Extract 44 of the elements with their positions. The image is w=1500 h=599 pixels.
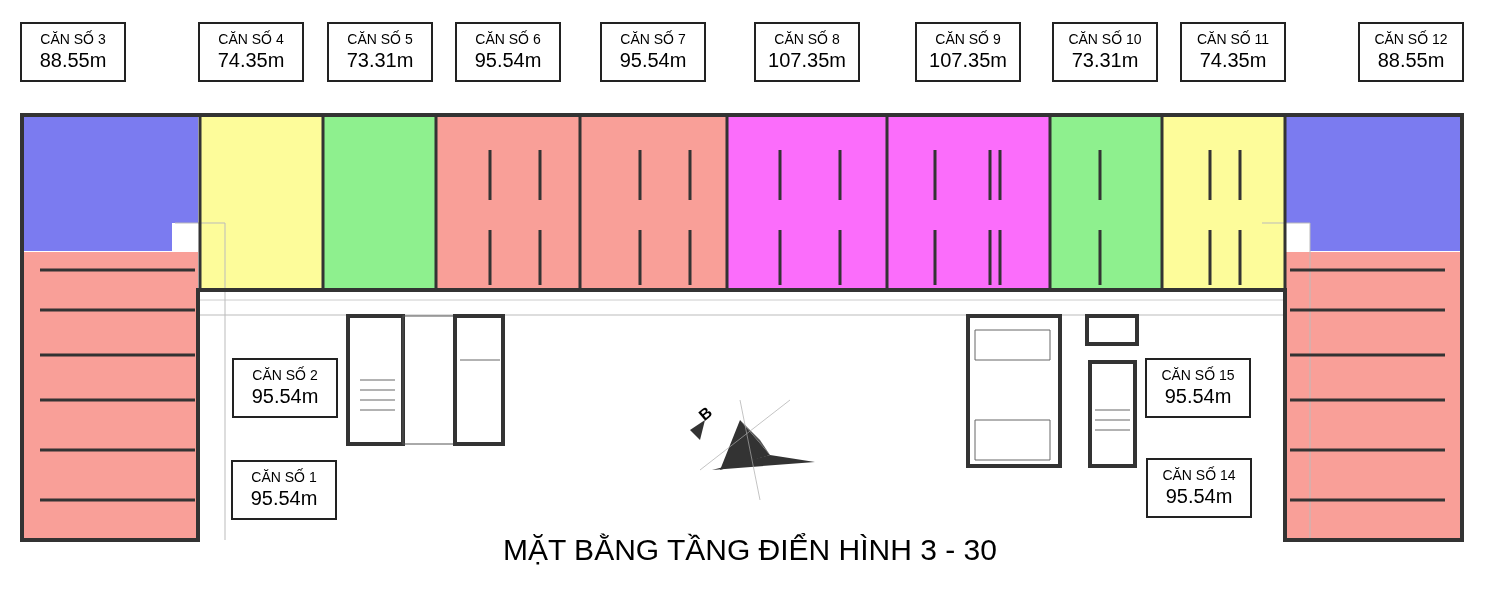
unit-name: CĂN SỐ 1 [251,468,317,487]
unit-label-box [1358,22,1464,82]
unit-name: CĂN SỐ 4 [218,30,284,49]
unit-name: CĂN SỐ 8 [774,30,840,49]
unit-name: CĂN SỐ 11 [1196,30,1270,49]
unit-name: CĂN SỐ 10 [1068,30,1142,49]
compass-letter: B [694,402,717,426]
unit-label-box [1052,22,1158,82]
unit-label-box [327,22,433,82]
unit-label-box [20,22,126,82]
unit-name: CĂN SỐ 7 [620,30,686,49]
unit-name: CĂN SỐ 15 [1161,366,1235,385]
unit-label-box [915,22,1021,82]
unit-area: 73.31m [346,48,414,74]
unit-label-box [198,22,304,82]
unit-label-box [232,358,338,418]
unit-area: 95.54m [251,384,319,410]
unit-label-box [1146,458,1252,518]
unit-area: 95.54m [619,48,687,74]
unit-area: 95.54m [1165,484,1233,510]
unit-area: 95.54m [250,486,318,512]
unit-name: CĂN SỐ 12 [1374,30,1448,49]
unit-name: CĂN SỐ 9 [935,30,1001,49]
unit-area: 107.35m [929,48,1007,74]
unit-name: CĂN SỐ 6 [475,30,541,49]
unit-name: CĂN SỐ 14 [1162,466,1236,485]
unit-label-box [1145,358,1251,418]
unit-area: 107.35m [768,48,846,74]
unit-area: 73.31m [1071,48,1139,74]
unit-name: CĂN SỐ 5 [347,30,413,49]
unit-area: 88.55m [39,48,107,74]
unit-label-box [455,22,561,82]
unit-area: 74.35m [217,48,285,74]
unit-area: 74.35m [1199,48,1267,74]
plan-title: MẶT BẰNG TẦNG ĐIỂN HÌNH 3 - 30 [502,535,998,565]
unit-name: CĂN SỐ 3 [40,30,106,49]
unit-label-box [754,22,860,82]
unit-area: 95.54m [474,48,542,74]
unit-area: 88.55m [1377,48,1445,74]
unit-label-box [1180,22,1286,82]
unit-name: CĂN SỐ 2 [252,366,318,385]
unit-label-box [600,22,706,82]
unit-label-box [231,460,337,520]
unit-area: 95.54m [1164,384,1232,410]
